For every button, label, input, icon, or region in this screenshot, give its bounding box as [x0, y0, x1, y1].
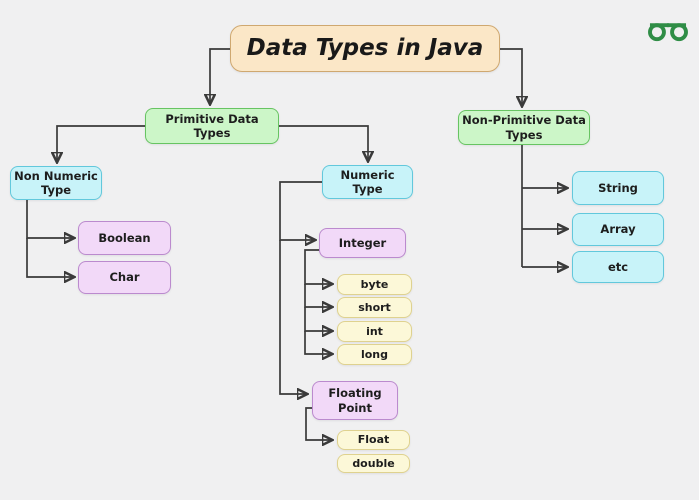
edge-title-to-primitive — [210, 48, 230, 103]
node-non-numeric-type: Non Numeric Type — [10, 166, 102, 200]
node-array: Array — [572, 213, 664, 246]
edge-numeric-to-integer — [279, 181, 322, 240]
edge-primitive-to-numeric — [279, 125, 368, 160]
edge-integer-to-byte — [304, 249, 331, 284]
node-floating-point: Floating Point — [312, 381, 398, 420]
node-etc: etc — [572, 251, 664, 283]
node-short: short — [337, 297, 412, 318]
edge-floating-point-to-float — [305, 407, 331, 440]
node-int: int — [337, 321, 412, 342]
node-numeric-type: Numeric Type — [322, 165, 413, 199]
node-boolean: Boolean — [78, 221, 171, 255]
node-primitive-data-types: Primitive Data Types — [145, 108, 279, 144]
geeksforgeeks-logo-icon — [648, 23, 688, 42]
node-double: double — [337, 454, 410, 473]
edge-integer-to-short — [304, 284, 331, 307]
edge-non-numeric-to-boolean — [26, 200, 73, 238]
edge-numeric-to-floating-point — [279, 240, 306, 394]
edge-primitive-to-non-numeric — [57, 125, 145, 161]
edge-non-numeric-to-char — [26, 238, 73, 277]
node-integer: Integer — [319, 228, 406, 258]
node-byte: byte — [337, 274, 412, 295]
node-float: Float — [337, 430, 410, 450]
node-non-primitive-data-types: Non-Primitive Data Types — [458, 110, 590, 145]
edge-integer-to-int — [304, 307, 331, 331]
diagram-title: Data Types in Java — [230, 25, 500, 72]
edge-integer-to-long — [304, 331, 331, 354]
node-char: Char — [78, 261, 171, 294]
edge-title-to-non-primitive — [500, 48, 522, 105]
node-string: String — [572, 171, 664, 205]
node-long: long — [337, 344, 412, 365]
